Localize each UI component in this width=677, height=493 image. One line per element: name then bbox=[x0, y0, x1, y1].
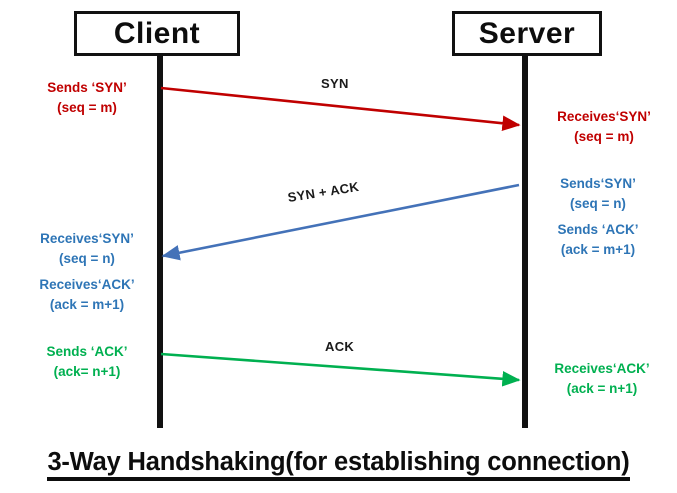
ack-arrow bbox=[160, 352, 521, 387]
note-line-2: (seq = m) bbox=[574, 128, 634, 144]
note-server-receives-ack: Receives‘ACK’ (ack = n+1) bbox=[532, 359, 672, 398]
note-client-sends-ack: Sends ‘ACK’ (ack= n+1) bbox=[16, 342, 158, 381]
client-node-label: Client bbox=[113, 16, 201, 50]
server-lifeline bbox=[522, 56, 528, 428]
note-line-1: Receives‘ACK’ bbox=[554, 361, 650, 376]
note-client-receives-ack: Receives‘ACK’ (ack = m+1) bbox=[16, 275, 158, 314]
note-line-2: (ack = m+1) bbox=[49, 296, 125, 312]
note-line-1: Sends ‘ACK’ bbox=[46, 344, 128, 359]
note-client-receives-syn: Receives‘SYN’ (seq = n) bbox=[16, 229, 158, 268]
note-line-1: Receives‘ACK’ bbox=[39, 277, 135, 292]
note-client-sends-syn: Sends ‘SYN’ (seq = m) bbox=[16, 78, 158, 117]
server-node-label: Server bbox=[478, 16, 576, 50]
note-line-2: (seq = n) bbox=[59, 250, 115, 266]
note-line-1: Receives‘SYN’ bbox=[557, 109, 651, 124]
server-node-box: Server bbox=[452, 11, 602, 56]
note-line-1: Receives‘SYN’ bbox=[40, 231, 134, 246]
note-line-2: (ack = m+1) bbox=[560, 241, 636, 257]
note-line-1: Sends ‘ACK’ bbox=[557, 222, 639, 237]
note-server-sends-ack: Sends ‘ACK’ (ack = m+1) bbox=[528, 220, 668, 259]
note-line-1: Sends ‘SYN’ bbox=[47, 80, 127, 95]
client-node-box: Client bbox=[74, 11, 240, 56]
syn-arrow-label: SYN bbox=[321, 76, 349, 91]
note-line-1: Sends‘SYN’ bbox=[560, 176, 636, 191]
note-line-2: (seq = m) bbox=[57, 99, 117, 115]
syn-ack-arrow bbox=[161, 183, 520, 261]
syn-arrow bbox=[160, 86, 521, 132]
client-lifeline bbox=[157, 56, 163, 428]
ack-arrow-label: ACK bbox=[325, 339, 355, 354]
note-line-2: (seq = n) bbox=[570, 195, 626, 211]
note-server-sends-syn: Sends‘SYN’ (seq = n) bbox=[528, 174, 668, 213]
note-line-2: (ack= n+1) bbox=[53, 363, 121, 379]
diagram-caption-text: 3-Way Handshaking(for establishing conne… bbox=[47, 448, 630, 481]
note-server-receives-syn: Receives‘SYN’ (seq = m) bbox=[534, 107, 674, 146]
diagram-caption: 3-Way Handshaking(for establishing conne… bbox=[0, 448, 677, 481]
note-line-2: (ack = n+1) bbox=[566, 380, 638, 396]
